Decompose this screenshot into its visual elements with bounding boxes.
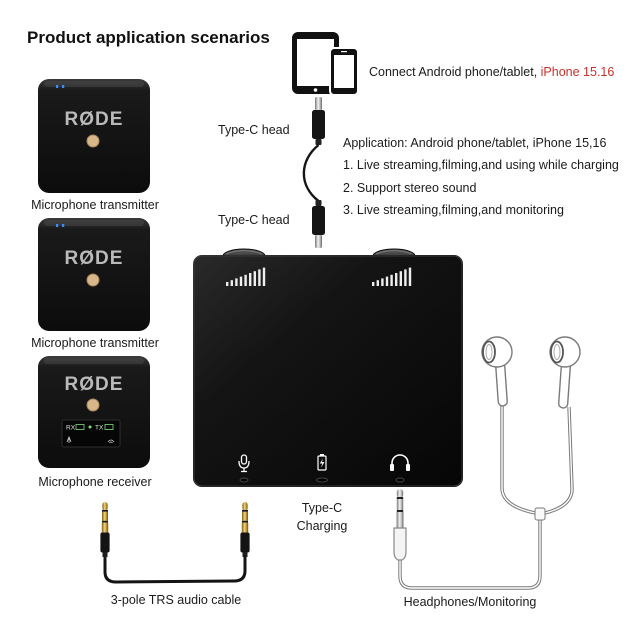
device-body	[38, 356, 150, 468]
connect-prefix: Connect Android phone/tablet,	[369, 65, 541, 79]
trs-plug-left	[100, 502, 109, 557]
status-led	[62, 224, 64, 227]
charging-label-line2: Charging	[272, 520, 372, 533]
device-label: Microphone receiver	[20, 476, 170, 489]
microphone-transmitter-2: RØDE	[38, 218, 150, 331]
pairing-button	[87, 399, 99, 411]
headphone-plug	[394, 489, 406, 560]
application-heading: Application: Android phone/tablet, iPhon…	[343, 137, 606, 150]
brand-logo: RØDE	[65, 248, 124, 269]
strain-relief-top	[316, 139, 322, 145]
type-c-head-label-top: Type-C head	[218, 124, 290, 137]
pairing-button	[87, 135, 99, 147]
charging-label-line1: Type-C	[272, 502, 372, 515]
status-led	[56, 224, 58, 227]
trs-plug-right	[240, 502, 249, 557]
type-c-head-label-bottom: Type-C head	[218, 214, 290, 227]
page-title: Product application scenarios	[27, 29, 270, 46]
type-c-cable	[304, 97, 325, 248]
device-label: Microphone transmitter	[20, 337, 170, 350]
receiver-display: RX TX	[62, 420, 120, 447]
microphone-transmitter-1: RØDE	[38, 79, 150, 193]
device-label: Microphone transmitter	[20, 199, 170, 212]
brand-logo: RØDE	[65, 109, 124, 130]
type-c-plug-top	[315, 97, 322, 110]
type-c-housing-bottom	[312, 206, 325, 235]
phone-icon	[330, 48, 358, 95]
earbud-stem	[558, 362, 570, 409]
audio-adapter	[193, 249, 463, 487]
trs-cable-label: 3-pole TRS audio cable	[96, 594, 256, 607]
application-item: 1. Live streaming,filming,and using whil…	[343, 159, 619, 172]
connect-highlight: iPhone 15.16	[541, 65, 615, 79]
type-c-plug-bottom	[315, 235, 322, 248]
headphones-label: Headphones/Monitoring	[390, 596, 550, 609]
rx-readout: RX	[66, 425, 76, 432]
adapter-body	[193, 255, 463, 487]
headphone-output-port	[396, 478, 404, 482]
application-item: 2. Support stereo sound	[343, 182, 476, 195]
host-devices	[292, 32, 358, 95]
device-top-edge	[44, 358, 144, 364]
microphone-receiver: RØDE RX TX	[38, 356, 150, 468]
earbud-stem	[495, 362, 507, 407]
charging-port	[317, 478, 328, 482]
tx-readout: TX	[95, 425, 104, 432]
trs-wire	[105, 557, 245, 582]
type-c-wire	[304, 145, 319, 201]
type-c-housing-top	[312, 110, 325, 139]
trs-audio-cable	[100, 502, 249, 582]
application-item: 3. Live streaming,filming,and monitoring	[343, 204, 564, 217]
device-top-edge	[44, 220, 144, 226]
host-connection-caption: Connect Android phone/tablet, iPhone 15.…	[369, 66, 614, 79]
earbud-left	[482, 337, 512, 406]
status-led	[62, 85, 64, 88]
link-dot-icon	[89, 426, 92, 429]
mic-input-port	[240, 478, 248, 482]
pairing-button	[87, 274, 99, 286]
wire-splitter	[535, 508, 545, 520]
status-led	[56, 85, 58, 88]
brand-logo: RØDE	[65, 374, 124, 395]
earbud-right	[550, 337, 580, 408]
device-top-edge	[44, 81, 144, 87]
strain-relief-bottom	[316, 200, 322, 206]
